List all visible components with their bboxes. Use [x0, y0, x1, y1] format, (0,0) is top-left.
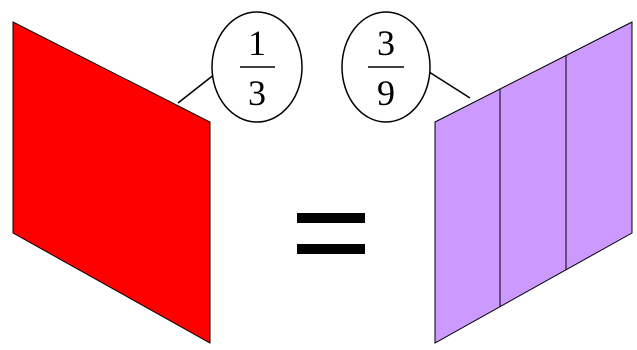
right-fraction-numerator: 3: [377, 23, 395, 63]
right-connector-line: [425, 69, 471, 99]
left-parallelogram: [12, 21, 211, 344]
equals-sign-top-bar: [297, 213, 365, 223]
right-parallelogram: [434, 21, 633, 344]
right-fraction-label: 3 9: [341, 11, 431, 123]
left-fraction-numerator: 1: [248, 23, 266, 63]
equals-sign-bottom-bar: [297, 244, 365, 254]
left-fraction-label: 1 3: [211, 11, 303, 123]
equals-sign: =: [297, 213, 365, 254]
right-fraction-denominator: 9: [377, 73, 395, 113]
left-fraction-denominator: 3: [248, 73, 266, 113]
